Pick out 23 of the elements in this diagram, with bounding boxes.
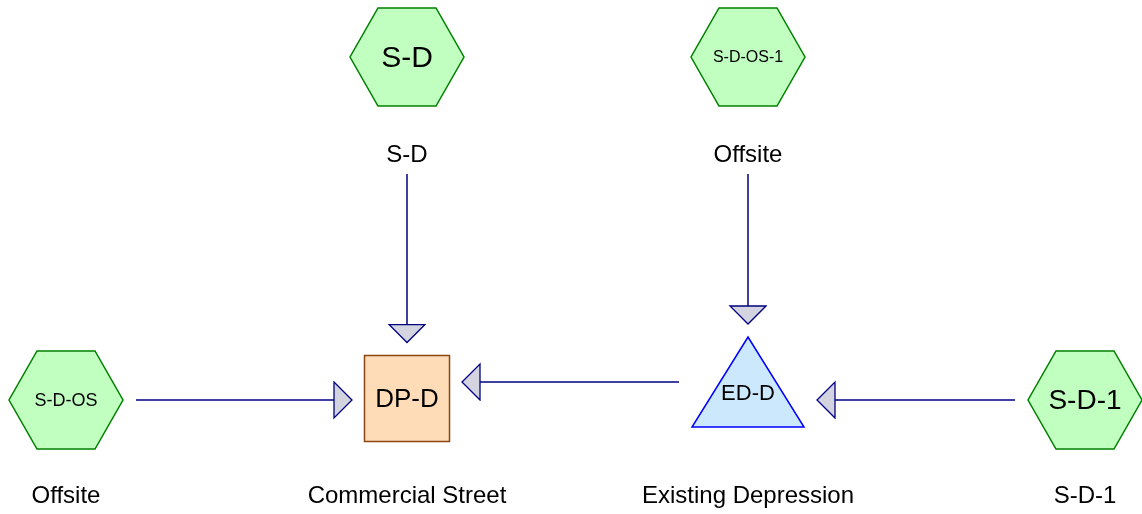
arrow: [135, 381, 353, 419]
arrow: [461, 363, 680, 401]
node-caption: S-D-1: [1053, 481, 1117, 509]
node-caption: Offsite: [713, 140, 783, 168]
node-caption: S-D: [386, 140, 428, 168]
square-node: [364, 354, 450, 442]
arrow: [388, 173, 426, 344]
node-label: DP-D: [375, 382, 439, 414]
node-label: S-D-OS-1: [712, 48, 784, 66]
hexagon-node: [349, 7, 465, 107]
node-caption: Commercial Street: [307, 481, 507, 509]
arrow: [816, 381, 1016, 419]
node-label: S-D: [381, 40, 433, 74]
hexagon-node: [690, 7, 806, 107]
hexagon-node: [1027, 350, 1142, 450]
node-label: S-D-1: [1048, 384, 1122, 416]
arrow: [729, 173, 767, 325]
hexagon-node: [8, 350, 124, 450]
node-label: S-D-OS: [34, 389, 98, 411]
node-caption: Offsite: [31, 481, 101, 509]
triangle-node: [691, 336, 805, 428]
node-label: ED-D: [721, 380, 775, 407]
node-caption: Existing Depression: [641, 481, 855, 509]
